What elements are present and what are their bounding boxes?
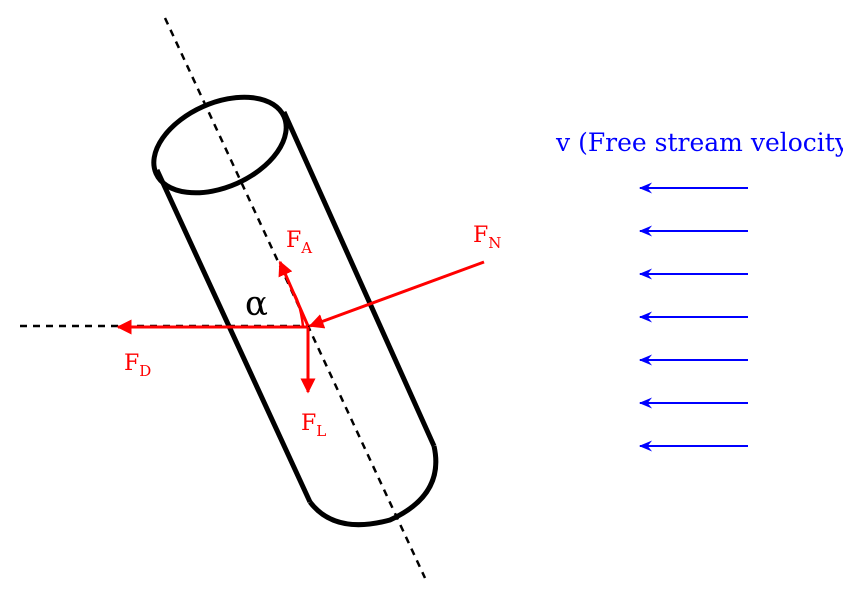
cylinder-bottom-arc — [308, 445, 439, 528]
flow-arrows — [638, 182, 748, 452]
angle-arc — [290, 288, 305, 327]
normal-force-arrow — [308, 260, 485, 329]
drag-force-label: FD — [124, 351, 151, 380]
cylinder-left-edge — [154, 168, 313, 504]
cylinder-top-ellipse — [151, 94, 289, 196]
normal-force-label: FN — [473, 223, 501, 252]
cylinder-right-edge — [281, 110, 437, 448]
cylinder — [151, 94, 439, 528]
axial-force-label: FA — [286, 228, 312, 257]
force-vectors — [116, 260, 485, 394]
lift-force-label: FL — [301, 411, 326, 440]
angle-alpha-label: α — [245, 284, 268, 324]
velocity-label: v (Free stream velocity) — [555, 128, 843, 157]
